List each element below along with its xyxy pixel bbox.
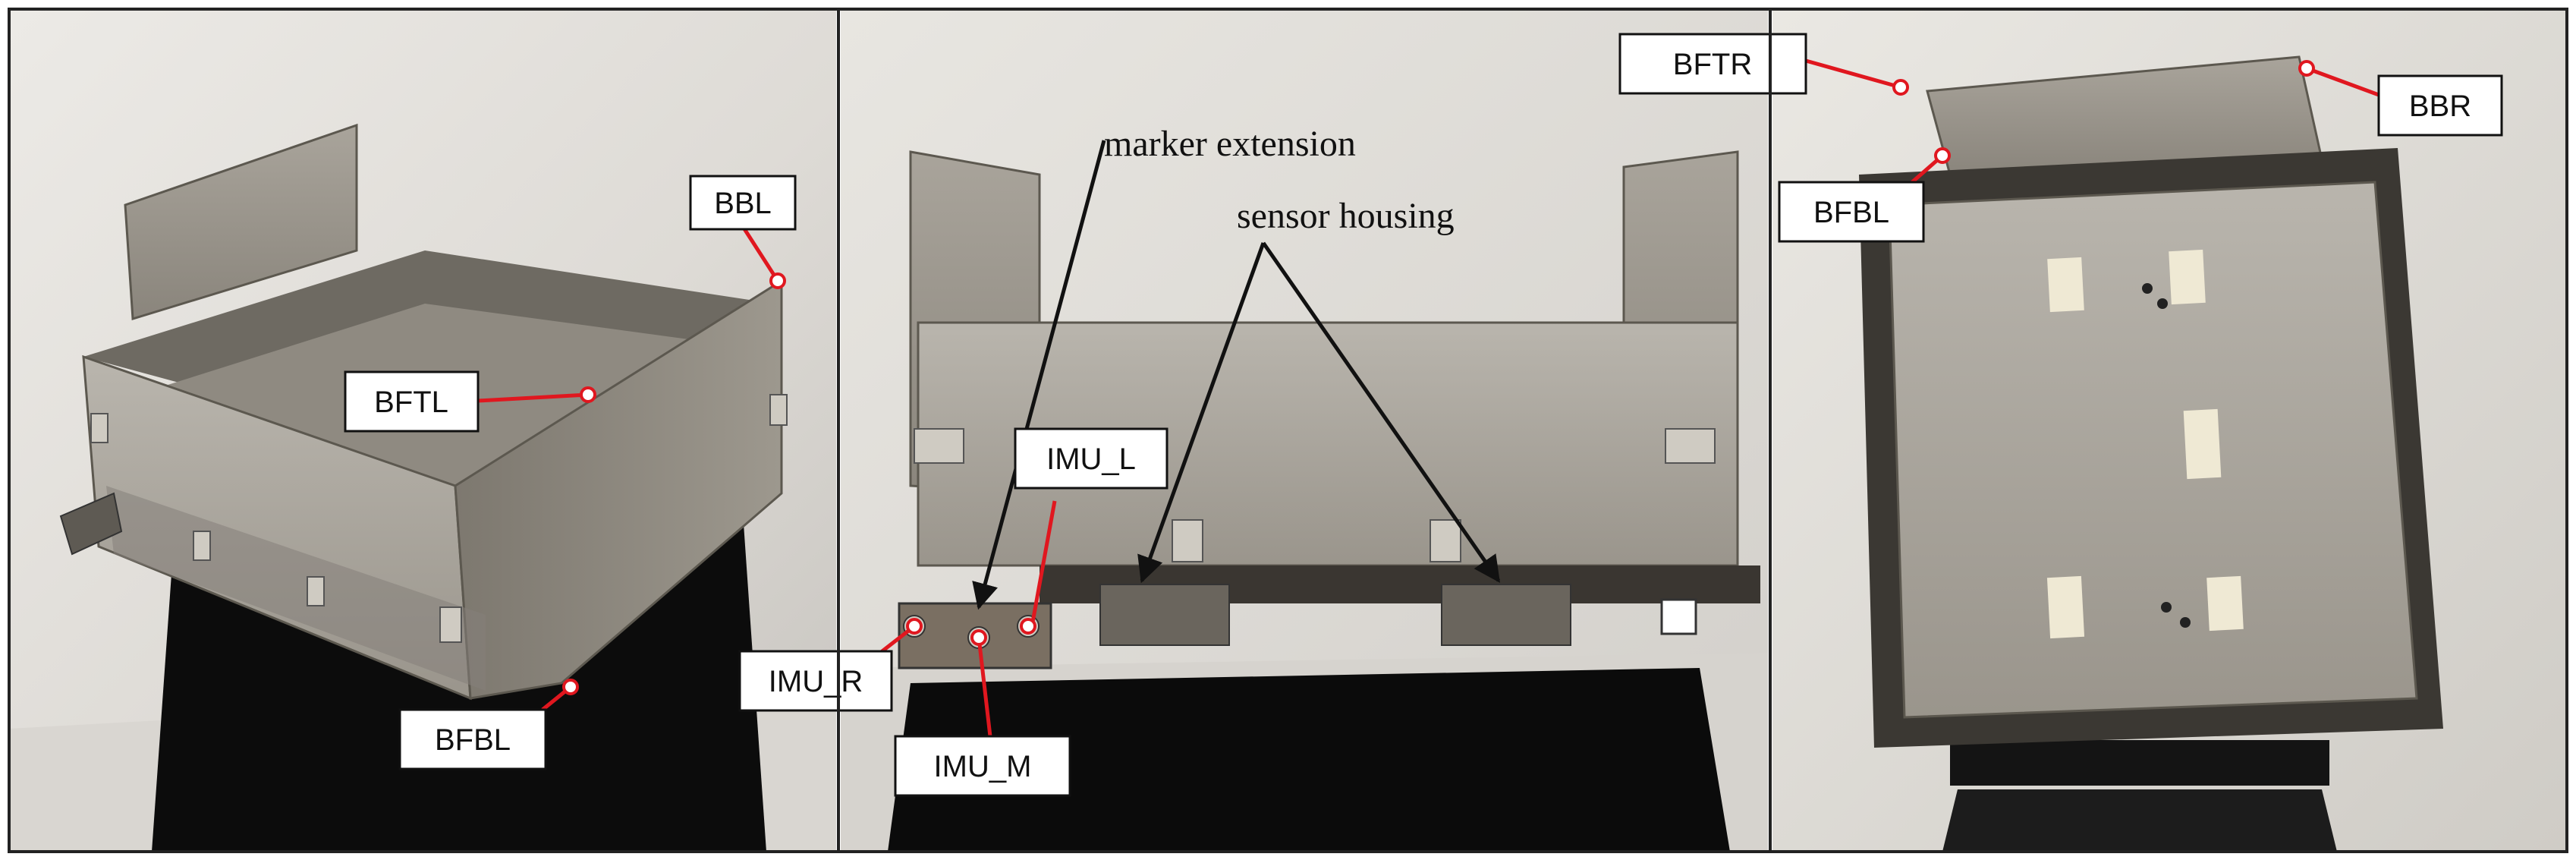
annotation-marker-extension: marker extension xyxy=(1104,124,1356,164)
left-photo-panel: BBL BFTL BFBL xyxy=(9,9,836,852)
callout-line xyxy=(477,392,589,403)
label-box xyxy=(344,370,480,433)
label-bfbl: BFBL xyxy=(435,723,511,757)
marker-dot xyxy=(580,386,596,403)
label-bftl: BFTL xyxy=(374,386,448,419)
figure-border xyxy=(8,8,2568,853)
label-bftr: BFTR xyxy=(1673,48,1752,81)
marker-dot xyxy=(1934,147,1951,164)
marker-dot xyxy=(970,629,987,646)
label-box xyxy=(1014,427,1168,490)
marker-dot xyxy=(769,272,786,289)
label-box xyxy=(738,650,893,712)
annotation-sensor-housing: sensor housing xyxy=(1237,196,1455,236)
marker-dot xyxy=(562,679,579,695)
label-bbr: BBR xyxy=(2409,90,2471,123)
callout-line xyxy=(977,637,992,737)
arrow-sensor-housing-left xyxy=(1137,242,1266,584)
label-imu-r: IMU_R xyxy=(769,665,863,698)
label-imu-l: IMU_L xyxy=(1046,443,1136,476)
callout-line xyxy=(741,226,780,282)
right-photo-panel: BFTR BBR BFBL xyxy=(1618,9,2567,852)
marker-dot xyxy=(2298,60,2315,77)
marker-dot xyxy=(1892,79,1909,96)
marker-dot xyxy=(906,618,923,635)
label-imu-m: IMU_M xyxy=(934,750,1032,783)
callout-line xyxy=(1805,58,1901,90)
label-box xyxy=(398,708,547,770)
callout-line xyxy=(2306,66,2379,97)
label-box xyxy=(1618,33,1807,95)
callout-line xyxy=(1030,500,1057,627)
arrow-marker-extension xyxy=(972,140,1106,610)
label-box xyxy=(689,175,797,231)
label-box xyxy=(894,735,1071,797)
label-box xyxy=(2377,74,2503,137)
middle-photo-panel: marker extension sensor housing IMU_L IM… xyxy=(738,9,1768,852)
label-bfbl-right: BFBL xyxy=(1813,196,1889,229)
arrow-sensor-housing-right xyxy=(1261,241,1501,583)
label-box xyxy=(1778,181,1925,243)
marker-dot xyxy=(1020,618,1036,635)
label-bbl: BBL xyxy=(714,187,772,220)
